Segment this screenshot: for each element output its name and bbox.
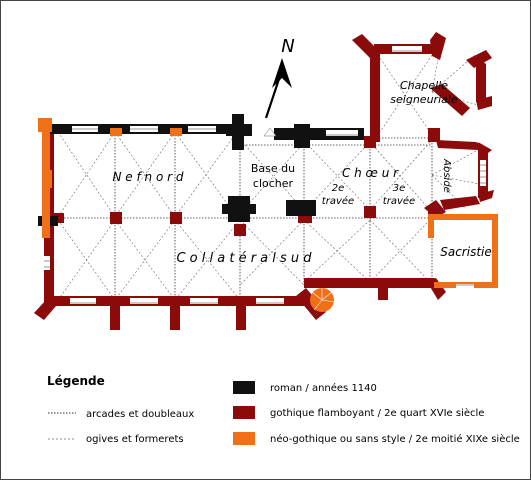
legend-ogives-label: ogives et formerets	[86, 434, 184, 445]
stair-turret	[311, 288, 335, 311]
label-travee3-2: travée	[383, 195, 415, 207]
legend-neo-swatch	[233, 432, 255, 445]
north-arrow: N	[264, 36, 295, 119]
label-chapelle-2: seigneuriale	[390, 93, 458, 106]
label-travee3-1: 3e	[393, 183, 406, 194]
legend-gothique-label: gothique flamboyant / 2e quart XVIe sièc…	[270, 407, 484, 419]
ogives-lines	[57, 47, 486, 301]
legend-roman-label: roman / années 1140	[270, 382, 377, 394]
room-labels: N e f n o r d Base du clocher C h œ u r …	[113, 79, 492, 266]
legend-arcades-label: arcades et doubleaux	[86, 409, 194, 420]
legend-roman-swatch	[233, 381, 255, 394]
label-travee2-1: 2e	[332, 183, 345, 194]
legend: Légende arcades et doubleaux ogives et f…	[47, 374, 520, 445]
label-base-clocher-1: Base du	[251, 162, 295, 175]
label-choeur: C h œ u r	[342, 166, 399, 180]
label-sacristie: Sacristie	[440, 245, 492, 259]
legend-neo-label: néo-gothique ou sans style / 2e moitié X…	[270, 433, 520, 445]
north-label: N	[281, 36, 294, 57]
legend-gothique-swatch	[233, 406, 255, 419]
label-collateral-sud: C o l l a t é r a l s u d	[176, 251, 312, 266]
label-chapelle-1: Chapelle	[400, 79, 448, 92]
label-travee2-2: travée	[322, 195, 354, 207]
windows	[44, 46, 486, 304]
label-nef-nord: N e f n o r d	[113, 170, 184, 184]
label-base-clocher-2: clocher	[253, 177, 294, 190]
legend-title: Légende	[47, 374, 105, 388]
label-abside: Abside	[441, 158, 452, 193]
